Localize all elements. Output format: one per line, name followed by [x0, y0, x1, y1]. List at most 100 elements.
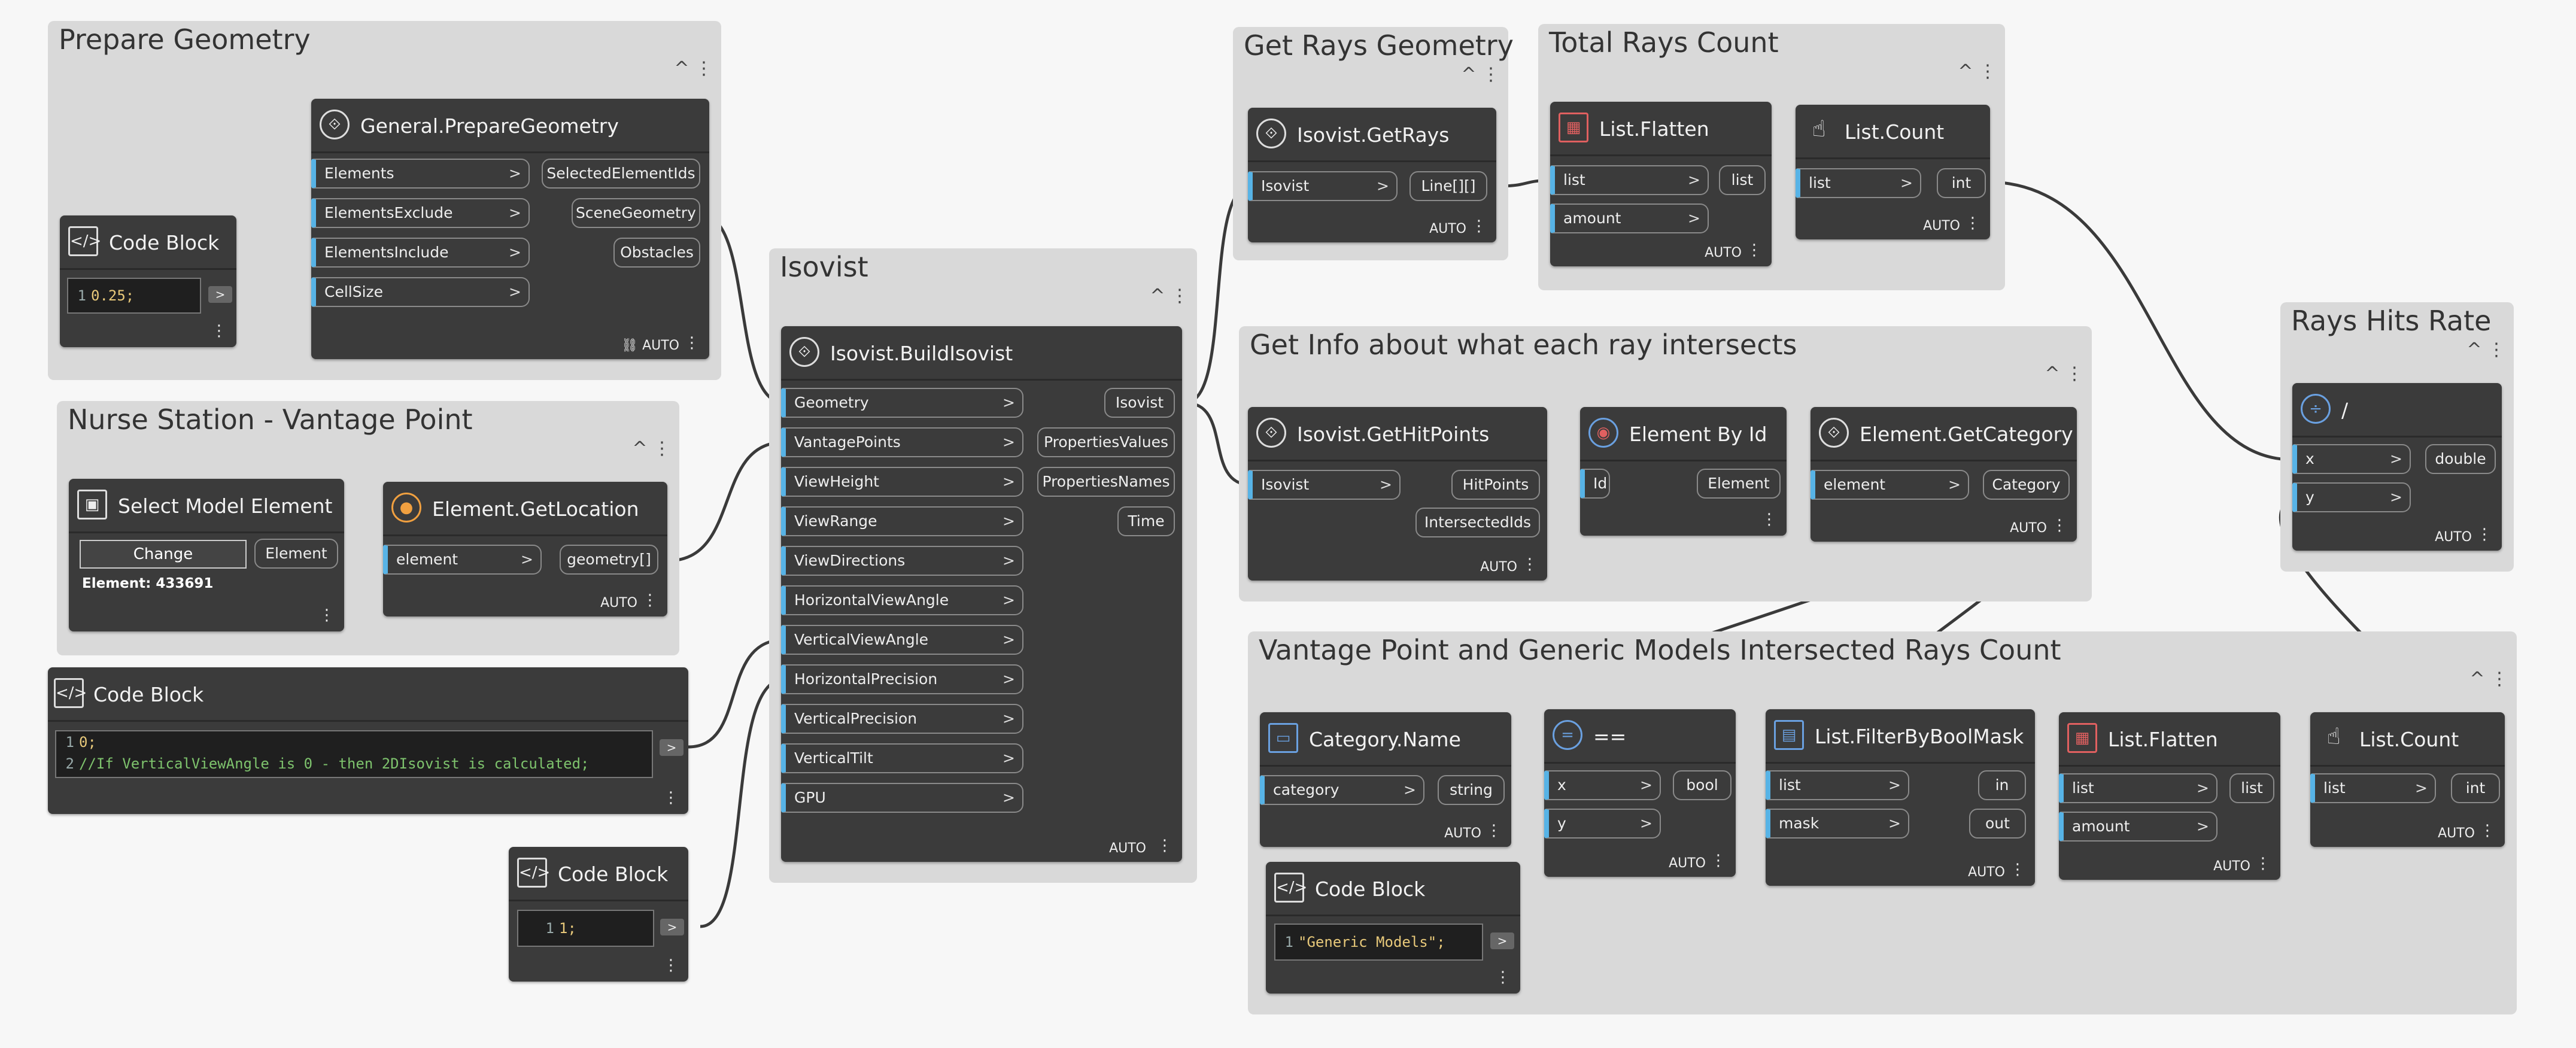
- input-port-list[interactable]: list>: [1550, 165, 1709, 195]
- input-port-horizontal-view-angle[interactable]: HorizontalViewAngle>: [781, 585, 1023, 615]
- collapse-icon[interactable]: ^ ⋮: [2045, 363, 2083, 384]
- lacing-label[interactable]: AUTO: [1705, 245, 1742, 260]
- node-equals[interactable]: = == x> y> bool AUTO ⋮: [1544, 709, 1736, 877]
- node-menu-icon[interactable]: ⋮: [663, 956, 679, 974]
- node-header[interactable]: ▤ List.FilterByBoolMask: [1766, 709, 2035, 764]
- collapse-icon[interactable]: ^ ⋮: [1461, 64, 1500, 85]
- node-menu-icon[interactable]: ⋮: [2010, 861, 2025, 879]
- input-port-vertical-view-angle[interactable]: VerticalViewAngle>: [781, 625, 1023, 655]
- lacing-label[interactable]: AUTO: [2010, 521, 2047, 536]
- input-port-element[interactable]: element>: [1811, 470, 1969, 500]
- node-menu-icon[interactable]: ⋮: [1157, 837, 1172, 855]
- node-header[interactable]: ⟐ Element.GetCategory: [1811, 407, 2077, 461]
- input-port-elements-exclude[interactable]: ElementsExclude>: [311, 198, 530, 228]
- node-header[interactable]: = ==: [1544, 709, 1736, 764]
- output-port-time[interactable]: Time: [1117, 506, 1175, 536]
- input-port-element[interactable]: element>: [383, 545, 542, 575]
- input-port-list[interactable]: list>: [2310, 773, 2436, 803]
- node-menu-icon[interactable]: ⋮: [211, 322, 227, 340]
- output-port-scene-geometry[interactable]: SceneGeometry: [572, 198, 700, 228]
- node-menu-icon[interactable]: ⋮: [2477, 525, 2492, 543]
- node-header[interactable]: ⟐ Isovist.GetHitPoints: [1248, 407, 1547, 461]
- node-menu-icon[interactable]: ⋮: [1495, 968, 1511, 986]
- input-port-amount[interactable]: amount>: [1550, 203, 1709, 233]
- node-element-get-location[interactable]: ● Element.GetLocation element> geometry[…: [383, 482, 667, 616]
- node-menu-icon[interactable]: ⋮: [1965, 214, 1980, 232]
- node-menu-icon[interactable]: ⋮: [2255, 855, 2271, 873]
- node-list-count-1[interactable]: ☝ List.Count list> int AUTO ⋮: [1796, 105, 1990, 239]
- lacing-label[interactable]: AUTO: [600, 596, 637, 610]
- node-get-rays[interactable]: ⟐ Isovist.GetRays Isovist> Line[][] AUTO…: [1248, 108, 1496, 242]
- input-port-x[interactable]: x>: [1544, 770, 1661, 800]
- node-divide[interactable]: ÷ / x> y> double AUTO ⋮: [2292, 383, 2502, 551]
- input-port-vertical-tilt[interactable]: VerticalTilt>: [781, 743, 1023, 773]
- output-port-intersected-ids[interactable]: IntersectedIds: [1415, 508, 1540, 537]
- output-port-list[interactable]: list: [2229, 773, 2274, 803]
- input-port-y[interactable]: y>: [1544, 809, 1661, 839]
- output-port-geometry[interactable]: geometry[]: [560, 545, 658, 575]
- collapse-icon[interactable]: ^ ⋮: [1150, 285, 1189, 306]
- input-port-list[interactable]: list>: [1766, 770, 1909, 800]
- input-port-isovist[interactable]: Isovist>: [1248, 171, 1398, 201]
- node-build-isovist[interactable]: ⟐ Isovist.BuildIsovist Geometry> Vantage…: [781, 326, 1182, 862]
- node-header[interactable]: ⟐ Isovist.GetRays: [1248, 108, 1496, 162]
- input-port-list[interactable]: list>: [1796, 168, 1921, 198]
- node-filter-by-bool-mask[interactable]: ▤ List.FilterByBoolMask list> mask> in o…: [1766, 709, 2035, 886]
- node-header[interactable]: ☝ List.Count: [2310, 712, 2505, 767]
- collapse-icon[interactable]: ^ ⋮: [1958, 61, 1997, 82]
- node-category-name[interactable]: ▭ Category.Name category> string AUTO ⋮: [1260, 712, 1511, 847]
- node-list-flatten-2[interactable]: ▦ List.Flatten list> amount> list AUTO ⋮: [2059, 712, 2280, 880]
- lacing-label[interactable]: AUTO: [2435, 530, 2472, 545]
- node-menu-icon[interactable]: ⋮: [319, 606, 335, 624]
- output-port-category[interactable]: Category: [1983, 470, 2070, 500]
- output-port-in[interactable]: in: [1978, 770, 2026, 800]
- input-port-category[interactable]: category>: [1260, 775, 1424, 805]
- lacing-label[interactable]: AUTO: [1109, 841, 1146, 856]
- output-port-string[interactable]: string: [1438, 775, 1505, 805]
- node-header[interactable]: ◉ Element By Id: [1580, 407, 1787, 461]
- node-menu-icon[interactable]: ⋮: [2480, 822, 2495, 840]
- output-port-element[interactable]: Element: [254, 539, 338, 569]
- lacing-label[interactable]: ⛓ AUTO: [621, 338, 679, 353]
- node-header[interactable]: ÷ /: [2292, 383, 2502, 438]
- output-port-element[interactable]: Element: [1697, 469, 1781, 499]
- node-header[interactable]: ● Element.GetLocation: [383, 482, 667, 536]
- lacing-label[interactable]: AUTO: [1480, 560, 1517, 575]
- node-element-get-category[interactable]: ⟐ Element.GetCategory element> Category …: [1811, 407, 2077, 542]
- input-port-vertical-precision[interactable]: VerticalPrecision>: [781, 704, 1023, 734]
- node-prepare-geometry[interactable]: ⟐ General.PrepareGeometry Elements> Elem…: [311, 99, 709, 359]
- input-port-view-directions[interactable]: ViewDirections>: [781, 546, 1023, 576]
- input-port-cellsize[interactable]: CellSize>: [311, 277, 530, 307]
- collapse-icon[interactable]: ^ ⋮: [2466, 339, 2505, 360]
- lacing-label[interactable]: AUTO: [1669, 856, 1706, 871]
- lacing-label[interactable]: AUTO: [2438, 826, 2475, 841]
- code-editor[interactable]: 1"Generic Models";: [1274, 924, 1483, 961]
- collapse-icon[interactable]: ^ ⋮: [2469, 669, 2508, 689]
- node-element-by-id[interactable]: ◉ Element By Id Id Element ⋮: [1580, 407, 1787, 536]
- output-port-selected-ids[interactable]: SelectedElementIds: [542, 159, 700, 189]
- output-arrow[interactable]: >: [208, 286, 232, 303]
- lacing-label[interactable]: AUTO: [1968, 865, 2005, 880]
- output-port-hit-points[interactable]: HitPoints: [1451, 470, 1540, 500]
- node-menu-icon[interactable]: ⋮: [1471, 217, 1487, 235]
- input-port-view-height[interactable]: ViewHeight>: [781, 467, 1023, 497]
- node-header[interactable]: </> Code Block: [60, 215, 236, 270]
- lacing-label[interactable]: AUTO: [1923, 218, 1960, 233]
- input-port-mask[interactable]: mask>: [1766, 809, 1909, 839]
- node-header[interactable]: ▦ List.Flatten: [1550, 102, 1772, 156]
- node-menu-icon[interactable]: ⋮: [684, 334, 700, 352]
- output-port-lines[interactable]: Line[][]: [1409, 171, 1487, 201]
- lacing-label[interactable]: AUTO: [2213, 859, 2250, 874]
- node-header[interactable]: ▦ List.Flatten: [2059, 712, 2280, 767]
- collapse-icon[interactable]: ^ ⋮: [632, 438, 671, 459]
- input-port-horizontal-precision[interactable]: HorizontalPrecision>: [781, 664, 1023, 694]
- lacing-label[interactable]: AUTO: [1444, 826, 1481, 841]
- node-get-hit-points[interactable]: ⟐ Isovist.GetHitPoints Isovist> HitPoint…: [1248, 407, 1547, 581]
- input-port-x[interactable]: x>: [2292, 444, 2411, 474]
- node-header[interactable]: </> Code Block: [1266, 862, 1520, 916]
- input-port-amount[interactable]: amount>: [2059, 812, 2217, 842]
